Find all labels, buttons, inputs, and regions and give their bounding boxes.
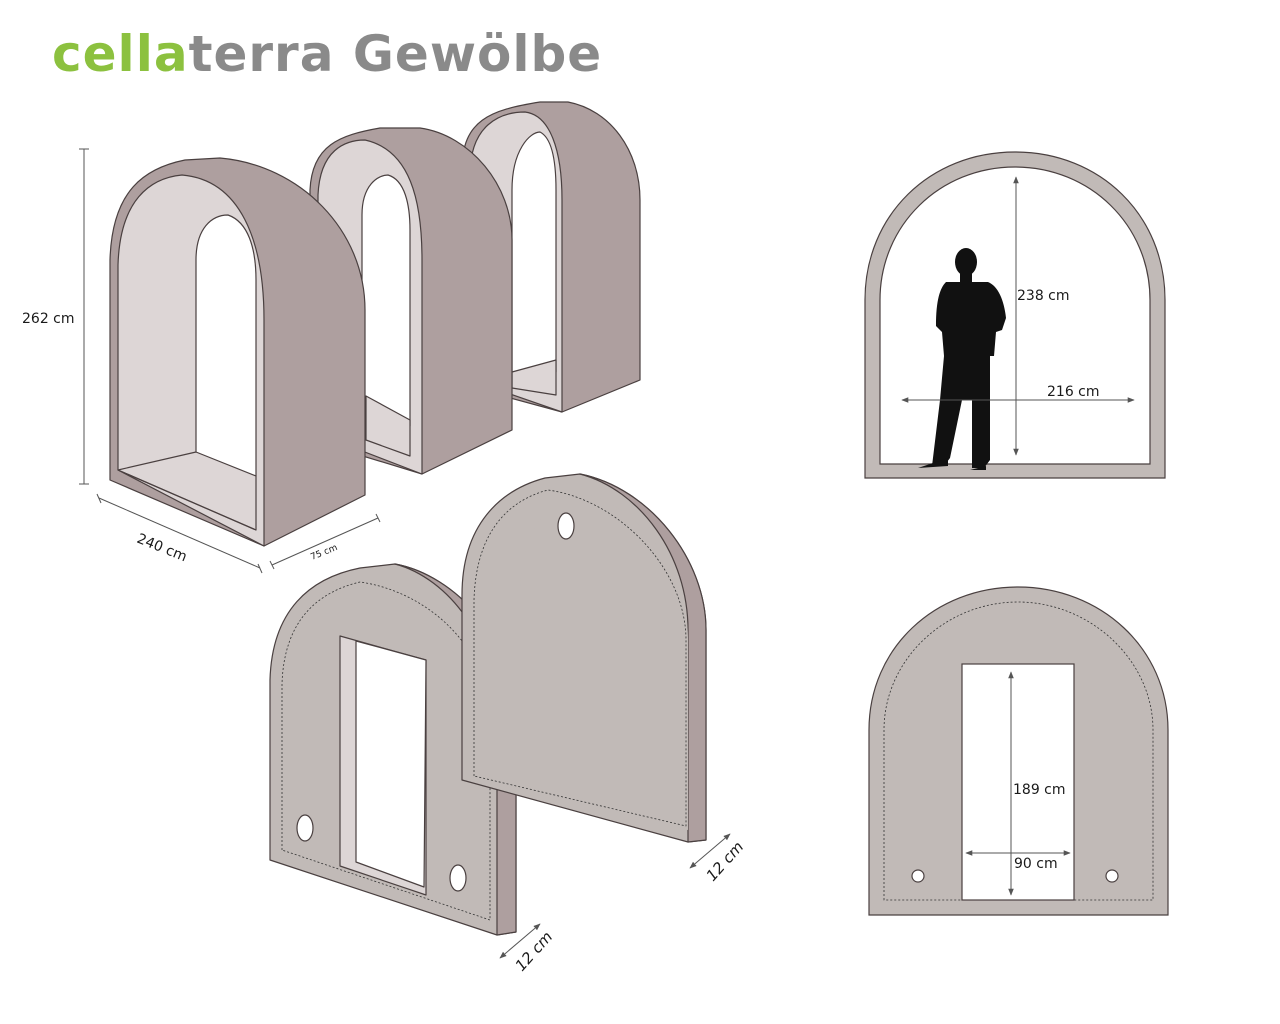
vent-hole-right — [449, 864, 467, 892]
product-name: Gewölbe — [334, 25, 602, 83]
label-length-total: 240 cm — [135, 531, 190, 566]
dimension-length-total — [96, 493, 263, 574]
dimension-wall-thickness-back — [689, 833, 731, 869]
vent-hole-left — [911, 869, 925, 883]
brand-name-green: cella — [52, 25, 189, 83]
back-wall-panel — [461, 473, 707, 843]
vault-segment-front — [109, 157, 366, 547]
label-interior-height: 238 cm — [1017, 288, 1070, 304]
label-wall-thickness-front: 12 cm — [512, 928, 557, 975]
product-name-text: Gewölbe — [352, 25, 603, 83]
page-title: cellaterra Gewölbe — [52, 24, 602, 84]
dimension-segment-depth — [269, 513, 381, 570]
label-interior-width: 216 cm — [1047, 384, 1100, 400]
dimension-wall-thickness-front — [499, 923, 541, 959]
label-wall-thickness-back: 12 cm — [703, 838, 748, 885]
brand-name-gray: terra — [188, 25, 335, 83]
door-opening — [961, 663, 1075, 901]
front-elevation-view — [868, 586, 1169, 916]
label-door-width: 90 cm — [1014, 856, 1058, 872]
person-silhouette-icon — [918, 248, 1006, 470]
label-height-total: 262 cm — [22, 311, 75, 327]
cross-section-view — [864, 151, 1166, 479]
label-door-height: 189 cm — [1013, 782, 1066, 798]
dimension-height-total — [79, 148, 89, 485]
vault-isometric-view — [109, 101, 641, 547]
vent-hole-left — [296, 814, 314, 842]
vent-hole-right — [1105, 869, 1119, 883]
vent-hole-top — [557, 512, 575, 540]
front-wall-panel — [269, 563, 517, 936]
